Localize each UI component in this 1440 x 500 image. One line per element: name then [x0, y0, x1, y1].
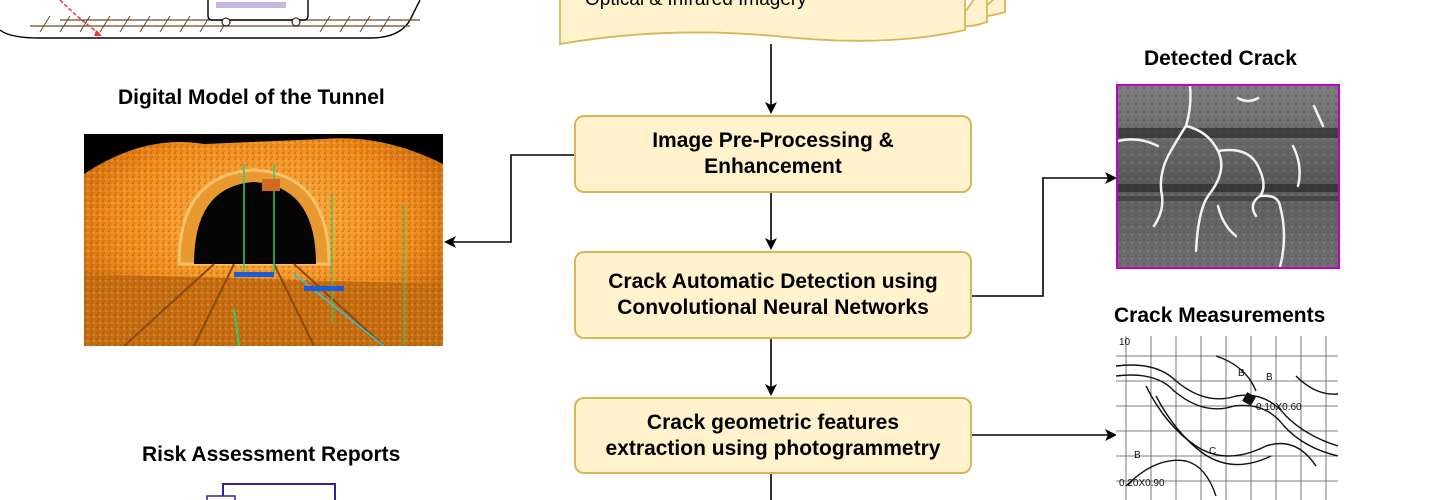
detected-crack-image	[1116, 84, 1340, 269]
crack-detection-step-label: Crack Automatic Detection using Convolut…	[608, 270, 938, 319]
sketch-label-dim1: 0.10X0.60	[1256, 402, 1302, 413]
sketch-label-b2: B	[1266, 372, 1273, 383]
preprocessing-step: Image Pre-Processing & Enhancement	[574, 115, 972, 193]
risk-reports-title: Risk Assessment Reports	[142, 443, 401, 466]
report-document-icon	[206, 483, 336, 500]
imagery-document-stack	[559, 0, 1006, 46]
tunnel-point-cloud-image	[84, 134, 443, 346]
sketch-label-c: C	[1209, 446, 1216, 457]
preprocessing-step-label: Image Pre-Processing & Enhancement	[652, 129, 894, 178]
sketch-label-b3: B	[1134, 450, 1141, 461]
crack-measurements-title: Crack Measurements	[1114, 304, 1326, 327]
crack-detection-step: Crack Automatic Detection using Convolut…	[574, 251, 972, 339]
sketch-label-b1: B	[1238, 368, 1245, 379]
sketch-label-10: 10	[1119, 337, 1131, 348]
imagery-label: Optical & Infrared Imagery	[585, 0, 807, 11]
digital-model-title: Digital Model of the Tunnel	[118, 86, 385, 109]
inspection-train-sketch	[0, 0, 421, 39]
arrow-preprocessing-to-digital-model	[444, 154, 575, 248]
crack-measurements-sketch: 10 B B 0.10X0.60 B C 0.20X0.90	[1116, 336, 1338, 500]
feature-extraction-step: Crack geometric features extraction usin…	[574, 397, 972, 474]
arrow-detection-to-detected-crack	[970, 172, 1117, 297]
feature-extraction-step-label: Crack geometric features extraction usin…	[605, 410, 941, 460]
sketch-label-dim2: 0.20X0.90	[1119, 478, 1165, 489]
detected-crack-title: Detected Crack	[1144, 47, 1297, 70]
